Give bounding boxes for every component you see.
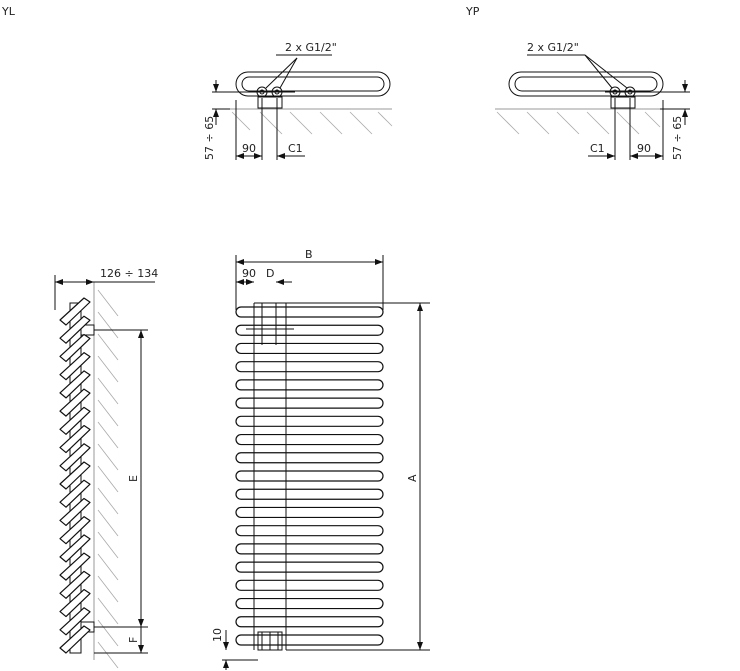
side-depth-label: 126 ÷ 134 xyxy=(100,267,158,280)
yl-dim-90: 90 xyxy=(242,142,256,155)
hatch-line xyxy=(97,311,119,339)
side-tube xyxy=(59,370,91,399)
front-tube xyxy=(235,488,384,500)
wall-hatch xyxy=(231,111,393,135)
hatch-line xyxy=(97,597,119,625)
side-tube xyxy=(59,497,91,527)
side-tube xyxy=(59,607,91,636)
side-tube xyxy=(59,424,91,454)
side-tube xyxy=(59,479,91,508)
side-tube xyxy=(59,516,91,545)
front-tube xyxy=(235,397,384,409)
side-tube xyxy=(59,333,91,363)
hatch-line xyxy=(97,531,119,559)
front-dim-10: 10 xyxy=(211,628,224,642)
side-tube xyxy=(59,388,91,417)
front-tube xyxy=(235,634,384,646)
side-tubes xyxy=(59,297,91,654)
front-tube xyxy=(235,616,384,628)
front-tube xyxy=(235,506,384,519)
hatch-line xyxy=(97,553,119,581)
yl-dim-c1: C1 xyxy=(288,142,303,155)
hatch-line xyxy=(97,355,119,383)
yp-height-range: 57 ÷ 65 xyxy=(671,116,684,160)
hatch-line xyxy=(97,465,119,493)
hatch-line xyxy=(97,575,119,603)
hatch-line xyxy=(97,377,119,405)
side-tube xyxy=(59,534,91,563)
front-tube xyxy=(235,379,384,391)
hatch-line xyxy=(97,333,119,361)
hatch-line xyxy=(97,487,119,515)
front-view: B 90 D A 10 xyxy=(211,248,430,670)
front-tube xyxy=(235,361,384,373)
side-tube xyxy=(59,588,91,618)
yl-label: YL xyxy=(1,5,16,18)
front-tube xyxy=(235,579,384,591)
front-dim-90: 90 xyxy=(242,267,256,280)
side-tube xyxy=(59,297,91,326)
hatch-line xyxy=(97,443,119,471)
side-tube xyxy=(59,552,91,581)
side-tube xyxy=(59,443,91,472)
front-tube xyxy=(235,415,384,427)
hatch-line xyxy=(97,399,119,427)
yp-dim-c1: C1 xyxy=(590,142,605,155)
front-tube xyxy=(235,306,384,318)
side-view: 126 ÷ 134 E F xyxy=(54,267,158,669)
side-tube xyxy=(59,461,91,490)
yp-connection-label: 2 x G1/2" xyxy=(527,41,579,54)
front-tube xyxy=(235,452,384,464)
yp-label: YP xyxy=(465,5,480,18)
wall-hatch xyxy=(97,289,119,669)
yl-height-range: 57 ÷ 65 xyxy=(203,116,216,160)
front-tube xyxy=(235,525,384,537)
wall-hatch xyxy=(496,111,661,135)
front-tubes xyxy=(235,306,384,646)
front-dim-d: D xyxy=(266,267,274,280)
side-dim-f: F xyxy=(127,637,140,643)
side-tube xyxy=(59,406,91,435)
front-dim-a: A xyxy=(406,474,419,482)
side-tube xyxy=(59,570,91,599)
side-dim-e: E xyxy=(127,475,140,482)
front-dim-b: B xyxy=(305,248,313,261)
hatch-line xyxy=(97,509,119,537)
front-tube xyxy=(235,470,384,482)
front-tube xyxy=(235,342,384,355)
hatch-line xyxy=(97,619,119,647)
yp-dim-90: 90 xyxy=(637,142,651,155)
yp-top-view: YP 2 x G1/2" 57 ÷ 65 C1 90 xyxy=(465,5,690,160)
front-tube xyxy=(235,324,384,336)
hatch-line xyxy=(97,421,119,449)
front-tube xyxy=(235,561,384,573)
front-tube xyxy=(235,433,384,446)
side-tube xyxy=(59,625,91,654)
hatch-line xyxy=(97,289,119,317)
front-tube xyxy=(235,543,384,555)
hatch-line xyxy=(97,641,119,669)
side-tube xyxy=(59,315,91,344)
front-tube xyxy=(235,597,384,610)
yl-top-view: YL 2 x G1/2" 57 ÷ 65 90 C1 xyxy=(1,5,393,160)
side-tube xyxy=(59,352,91,381)
yl-connection-label: 2 x G1/2" xyxy=(285,41,337,54)
